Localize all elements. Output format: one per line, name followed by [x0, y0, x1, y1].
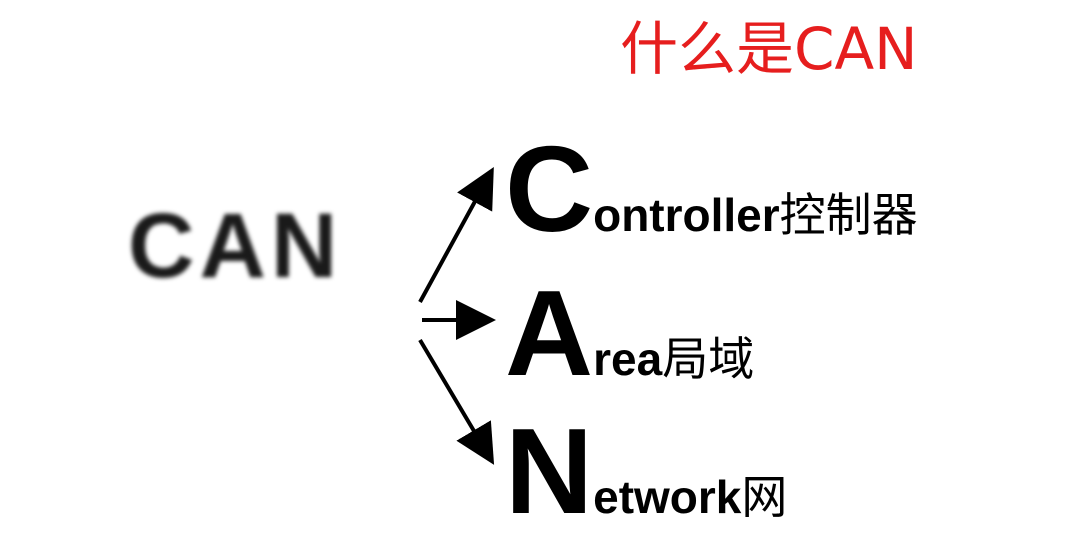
term-initial: C [505, 121, 594, 257]
term-controller: C ontroller 控制器 [505, 128, 918, 250]
term-chinese: 网 [741, 470, 788, 524]
term-chinese: 局域 [662, 332, 755, 386]
term-network: N etwork 网 [505, 410, 787, 532]
term-rest: ontroller [593, 189, 780, 241]
arrow-to-network [418, 338, 495, 465]
term-area: A rea 局域 [505, 272, 754, 394]
term-rest: rea [593, 333, 663, 385]
term-rest: etwork [593, 471, 742, 523]
page-title: 什么是CAN [620, 15, 918, 83]
term-initial: A [505, 265, 594, 401]
term-initial: N [505, 403, 594, 539]
term-chinese: 控制器 [779, 188, 918, 242]
can-acronym-label: CAN [128, 195, 343, 297]
arrow-to-controller [418, 166, 494, 303]
